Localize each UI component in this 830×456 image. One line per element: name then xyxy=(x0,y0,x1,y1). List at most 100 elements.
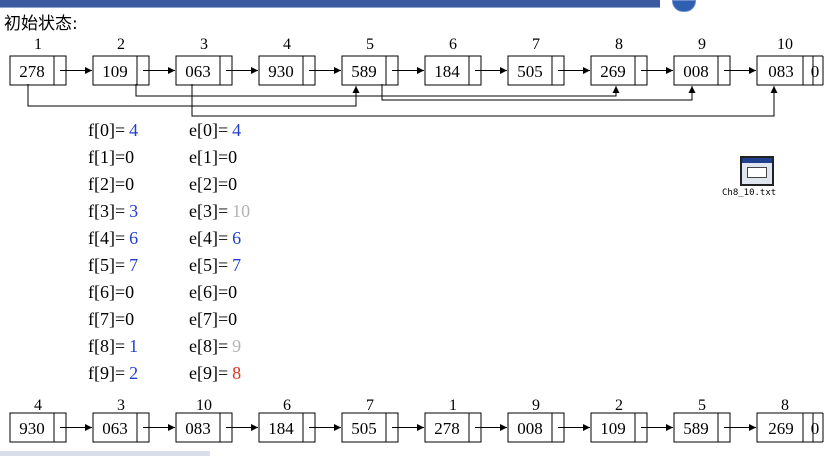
state-title: 初始状态: xyxy=(4,14,78,34)
result-node-index: 7 xyxy=(366,397,374,414)
result-node-index: 8 xyxy=(781,397,789,414)
f-label: f[3]= xyxy=(88,201,126,221)
initial-node-box xyxy=(590,55,648,86)
f-label: f[0]= xyxy=(88,120,126,140)
initial-node-index: 5 xyxy=(366,36,374,53)
result-node-value: 269 xyxy=(768,419,794,438)
f-label: f[6]=0 xyxy=(88,282,135,302)
f-entry: f[5]=7 xyxy=(88,255,138,276)
e-entry: e[3]=10 xyxy=(189,201,250,222)
result-node-box xyxy=(341,412,399,443)
result-node-value: 008 xyxy=(517,419,543,438)
initial-node-index: 3 xyxy=(200,36,208,53)
f-value: 2 xyxy=(129,363,139,383)
f-entry: f[9]=2 xyxy=(88,363,138,384)
initial-node-index: 8 xyxy=(615,36,623,53)
e-value: 9 xyxy=(232,336,242,356)
f-label: f[1]=0 xyxy=(88,147,135,167)
initial-node-index: 7 xyxy=(532,36,540,53)
f-label: f[4]= xyxy=(88,228,126,248)
e-label: e[7]=0 xyxy=(189,309,238,329)
queue-link-lines xyxy=(27,84,778,117)
initial-node-5: 5 589 xyxy=(341,36,424,86)
f-label: f[5]= xyxy=(88,255,126,275)
result-node-value: 278 xyxy=(434,419,460,438)
e-label: e[0]= xyxy=(189,120,229,140)
e-entry: e[9]=8 xyxy=(189,363,241,384)
initial-node-value: 184 xyxy=(434,62,460,81)
e-label: e[2]=0 xyxy=(189,174,238,194)
initial-node-value: 589 xyxy=(351,62,377,81)
initial-node-7: 7 505 xyxy=(507,36,590,86)
e-label: e[5]= xyxy=(189,255,229,275)
result-node-value: 083 xyxy=(185,419,211,438)
initial-node-value: 930 xyxy=(268,62,294,81)
initial-node-index: 1 xyxy=(34,36,42,53)
f-value: 7 xyxy=(129,255,139,275)
result-node-box xyxy=(507,412,565,443)
result-node-box xyxy=(175,412,233,443)
file-attachment[interactable]: Ch8_10.txt xyxy=(722,156,794,198)
f-entry: f[8]=1 xyxy=(88,336,138,357)
initial-node-box xyxy=(424,55,482,86)
initial-node-index: 2 xyxy=(117,36,125,53)
result-node-box xyxy=(673,412,731,443)
e-entry: e[0]=4 xyxy=(189,120,241,141)
f-value: 3 xyxy=(129,201,139,221)
initial-node-box xyxy=(507,55,565,86)
result-node-value: 505 xyxy=(351,419,377,438)
f-entry: f[1]=0 xyxy=(88,147,138,168)
file-icon[interactable] xyxy=(740,156,774,186)
initial-node-value: 505 xyxy=(517,62,543,81)
file-label: Ch8_10.txt xyxy=(722,188,777,198)
e-value: 6 xyxy=(232,228,242,248)
initial-node-box xyxy=(341,55,399,86)
result-node-value: 184 xyxy=(268,419,294,438)
result-node-index: 5 xyxy=(698,397,706,414)
initial-node-box xyxy=(175,55,233,86)
e-label: e[9]= xyxy=(189,363,229,383)
e-entry: e[6]=0 xyxy=(189,282,241,303)
link-line-f8-to-e8 xyxy=(135,84,620,97)
initial-null-terminator: 0 xyxy=(811,62,820,81)
f-value: 1 xyxy=(129,336,139,356)
result-node-value: 063 xyxy=(102,419,128,438)
e-entry: e[5]=7 xyxy=(189,255,241,276)
top-banner xyxy=(0,0,660,8)
f-label: f[2]=0 xyxy=(88,174,135,194)
e-entry: e[1]=0 xyxy=(189,147,241,168)
e-label: e[3]= xyxy=(189,201,229,221)
f-label: f[9]= xyxy=(88,363,126,383)
e-entry: e[7]=0 xyxy=(189,309,241,330)
result-node-box xyxy=(590,412,648,443)
result-node-value: 109 xyxy=(600,419,626,438)
result-node-box xyxy=(424,412,482,443)
f-label: f[8]= xyxy=(88,336,126,356)
initial-node-box xyxy=(9,55,67,86)
f-value: 4 xyxy=(129,120,139,140)
e-label: e[1]=0 xyxy=(189,147,238,167)
f-value: 6 xyxy=(129,228,139,248)
f-entry: f[0]=4 xyxy=(88,120,138,141)
e-value: 7 xyxy=(232,255,242,275)
f-entry: f[2]=0 xyxy=(88,174,138,195)
initial-node-box xyxy=(756,55,814,86)
e-value: 10 xyxy=(232,201,251,221)
result-node-index: 2 xyxy=(615,397,623,414)
link-line-f3-to-e3 xyxy=(191,84,778,117)
result-node-index: 6 xyxy=(283,397,291,414)
initial-node-value: 083 xyxy=(768,62,794,81)
